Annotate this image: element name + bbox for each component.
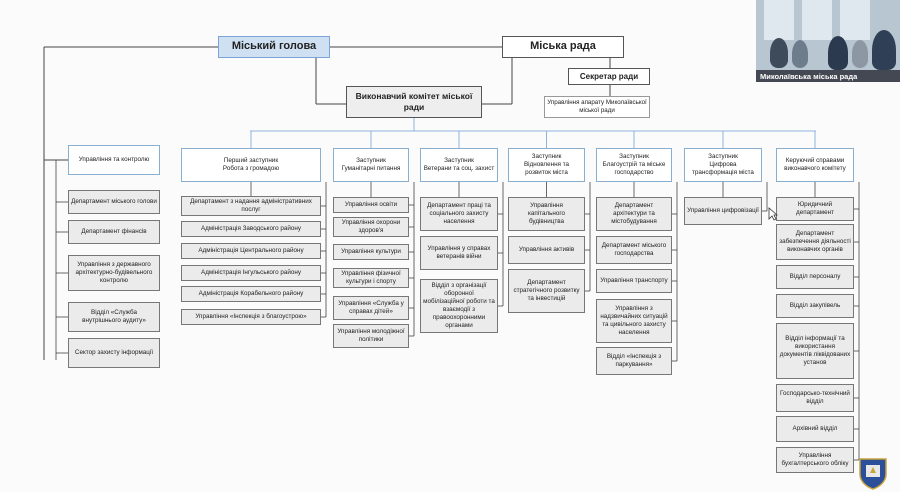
department-box: Управління освіти xyxy=(333,197,409,213)
city-emblem-icon xyxy=(859,458,887,490)
department-box: Департамент з надання адміністративних п… xyxy=(181,196,321,216)
deputy-header: Керуючий справами виконавчого комітету xyxy=(776,148,854,182)
left-column-header: Управління та контролю xyxy=(68,145,160,175)
department-box: Департамент архітектури та містобудуванн… xyxy=(596,197,672,231)
mouse-cursor-icon xyxy=(768,207,778,221)
council-box: Міська рада xyxy=(502,36,624,58)
department-box: Відділ з організації оборонної мобілізац… xyxy=(420,279,498,333)
department-box: Управління активів xyxy=(508,236,585,264)
department-box: Адміністрація Заводського району xyxy=(181,221,321,237)
department-box: Департамент стратегічного розвитку та ін… xyxy=(508,269,585,313)
department-box: Управління охорони здоров'я xyxy=(333,217,409,237)
department-box: Департамент праці та соціального захисту… xyxy=(420,197,498,231)
department-box: Відділ інформації та використання докуме… xyxy=(776,323,854,379)
deputy-header: Заступник Ветерани та соц. захист xyxy=(420,148,498,182)
executive-committee-box: Виконавчий комітет міської ради xyxy=(346,86,482,118)
deputy-header: Перший заступник Робота з громадою xyxy=(181,148,321,182)
department-box: Відділ персоналу xyxy=(776,265,854,289)
department-box: Адміністрація Центрального району xyxy=(181,243,321,259)
secretary-box: Секретар ради xyxy=(568,68,650,85)
department-box: Управління «Служба у справах дітей» xyxy=(333,296,409,320)
left-column-item: Сектор захисту інформації xyxy=(68,338,160,368)
department-box: Управління з надзвичайних ситуацій та ци… xyxy=(596,299,672,343)
deputy-header: Заступник Відновлення та розвиток міста xyxy=(508,148,585,182)
video-caption: Миколаївська міська рада xyxy=(756,70,900,82)
department-box: Господарсько-технічний відділ xyxy=(776,384,854,412)
department-box: Управління у справах ветеранів війни xyxy=(420,236,498,270)
department-box: Департамент міського господарства xyxy=(596,236,672,264)
department-box: Управління цифровізації xyxy=(684,197,762,225)
apparatus-box: Управління апарату Миколаївської міської… xyxy=(544,96,650,118)
department-box: Адміністрація Корабельного району xyxy=(181,286,321,302)
department-box: Адміністрація Інгульського району xyxy=(181,265,321,281)
left-column-item: Департамент фінансів xyxy=(68,220,160,244)
mayor-box: Міський голова xyxy=(218,36,330,58)
department-box: Управління молодіжної політики xyxy=(333,324,409,348)
department-box: Управління «Інспекція з благоустрою» xyxy=(181,309,321,325)
deputy-header: Заступник Цифрова трансформація міста xyxy=(684,148,762,182)
department-box: Департамент забезпечення діяльності вико… xyxy=(776,224,854,260)
deputy-header: Заступник Гуманітарні питання xyxy=(333,148,409,182)
left-column-item: Відділ «Служба внутрішнього аудиту» xyxy=(68,302,160,332)
left-column-item: Департамент міського голови xyxy=(68,190,160,214)
department-box: Юридичний департамент xyxy=(776,197,854,221)
video-conference-thumbnail: Миколаївська міська рада xyxy=(756,0,900,82)
department-box: Архівний відділ xyxy=(776,416,854,442)
department-box: Управління капітального будівництва xyxy=(508,197,585,231)
department-box: Відділ закупівель xyxy=(776,294,854,318)
department-box: Управління бухгалтерського обліку xyxy=(776,447,854,473)
deputy-header: Заступник Благоустрій та міське господар… xyxy=(596,148,672,182)
left-column-item: Управління з державного архітектурно-буд… xyxy=(68,255,160,291)
department-box: Управління культури xyxy=(333,244,409,260)
department-box: Управління фізичної культури і спорту xyxy=(333,268,409,288)
department-box: Відділ «Інспекція з паркування» xyxy=(596,347,672,375)
department-box: Управління транспорту xyxy=(596,269,672,293)
